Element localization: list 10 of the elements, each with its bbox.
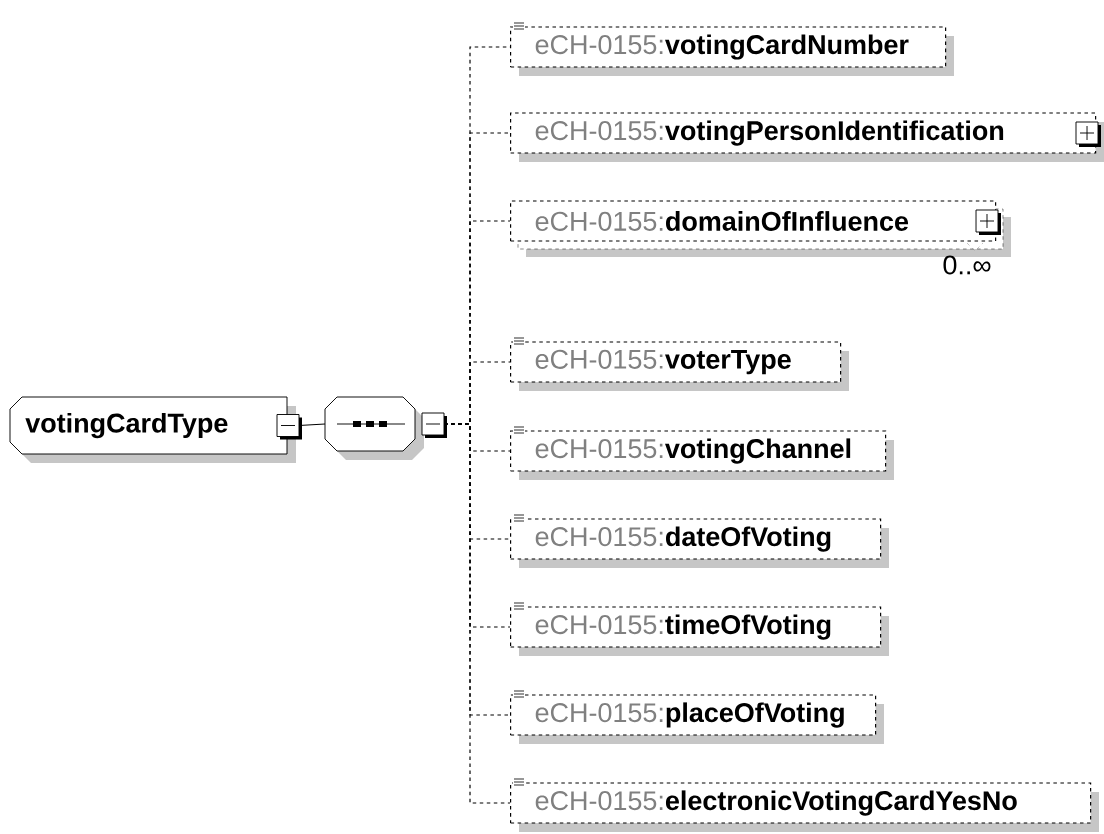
type-box: votingCardType	[9, 396, 302, 463]
element-box: eCH-0155:voterType	[510, 336, 849, 391]
element-box: eCH-0155:timeOfVoting	[510, 601, 889, 656]
element-box: eCH-0155:votingChannel	[510, 425, 894, 480]
element-box: eCH-0155:electronicVotingCardYesNo	[510, 777, 1099, 832]
sequence-symbol	[324, 396, 447, 460]
element-box: eCH-0155:votingPersonIdentification	[510, 112, 1104, 162]
element-box: eCH-0155:votingCardNumber	[510, 21, 954, 76]
element-box: eCH-0155:dateOfVoting	[510, 513, 889, 568]
element-box: eCH-0155:placeOfVoting	[510, 689, 884, 744]
